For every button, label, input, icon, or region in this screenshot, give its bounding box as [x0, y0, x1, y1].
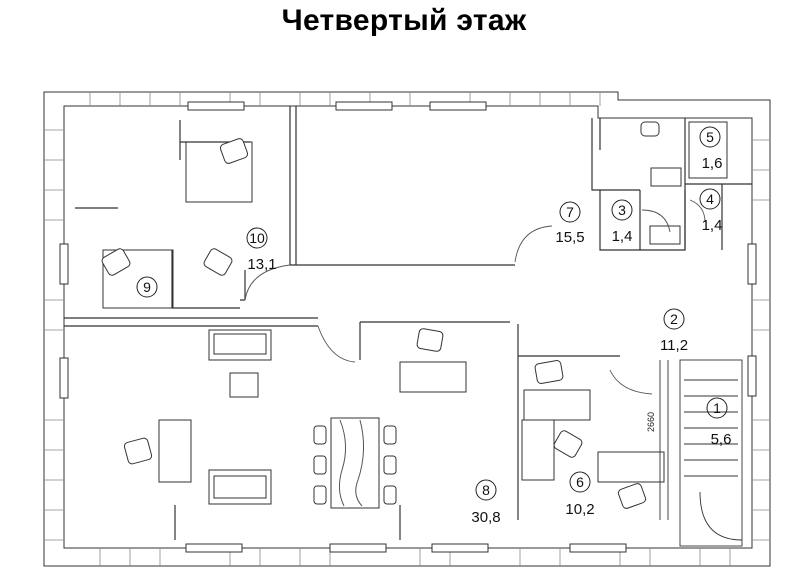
sink: [649, 225, 681, 245]
window: [187, 101, 245, 111]
room-area: 15,5: [555, 229, 584, 246]
room-area: 1,6: [702, 155, 723, 172]
room-marker: [706, 397, 728, 419]
sink: [650, 167, 682, 187]
window: [335, 101, 393, 111]
room-number: 5: [706, 129, 714, 145]
shower: [688, 121, 728, 179]
room-marker: [136, 276, 158, 298]
sofa: [208, 469, 272, 505]
room-number: 10: [249, 230, 265, 246]
sofa: [208, 329, 272, 361]
desk: [523, 389, 591, 421]
outer-wall-inner: [63, 105, 753, 549]
chair: [383, 455, 397, 475]
chair: [313, 455, 327, 475]
room-number: 7: [566, 204, 574, 220]
interior-wall: [684, 118, 752, 250]
desk: [399, 361, 467, 393]
window: [329, 543, 387, 553]
room-marker: [559, 201, 581, 223]
door-swing: [609, 369, 653, 395]
window: [429, 101, 487, 111]
dimension-label: 2660: [646, 412, 656, 432]
chair: [219, 138, 249, 164]
room-number: 6: [576, 474, 584, 490]
room-marker: [569, 471, 591, 493]
room-number: 9: [143, 279, 151, 295]
interior-wall: [171, 250, 240, 309]
window: [59, 357, 69, 399]
door-swing: [689, 199, 706, 223]
coffee-table: [229, 372, 259, 398]
interior-wall: [64, 317, 318, 327]
outer-wall: [43, 91, 771, 567]
door-swing: [317, 325, 356, 363]
door-swing: [514, 225, 553, 263]
room-marker: [699, 126, 721, 148]
chair: [383, 485, 397, 505]
room-marker: [699, 188, 721, 210]
interior-wall: [240, 270, 246, 301]
room-marker: [475, 479, 497, 501]
door-swing: [244, 264, 291, 301]
interior-wall: [174, 505, 401, 540]
chair: [383, 425, 397, 445]
chair: [534, 360, 564, 384]
room-number: 3: [618, 202, 626, 218]
room-number: 1: [713, 400, 721, 416]
chair: [203, 248, 233, 276]
chair: [123, 437, 153, 465]
chair: [416, 328, 444, 352]
window: [59, 243, 69, 285]
desk: [102, 249, 174, 309]
chair: [617, 483, 647, 509]
desk: [597, 451, 665, 483]
chair: [553, 430, 583, 458]
room-number: 8: [482, 482, 490, 498]
window: [569, 543, 627, 553]
room-marker: [246, 227, 268, 249]
room-number: 4: [706, 191, 714, 207]
window: [747, 243, 757, 285]
window: [185, 543, 243, 553]
interior-wall: [517, 324, 620, 520]
room-area: 13,1: [247, 256, 276, 273]
room-area: 1,4: [702, 217, 723, 234]
room-number: 2: [670, 311, 678, 327]
chair: [313, 485, 327, 505]
room-area: 11,2: [660, 337, 688, 354]
desk: [185, 141, 253, 203]
room-marker: [611, 199, 633, 221]
stairwell: [679, 359, 743, 547]
window: [431, 543, 489, 553]
interior-wall: [591, 118, 640, 191]
door-swing: [641, 209, 671, 233]
chair: [313, 425, 327, 445]
interior-wall: [289, 106, 515, 266]
room-area: 30,8: [471, 509, 500, 526]
toilet: [640, 121, 660, 137]
room-area: 1,4: [612, 228, 633, 245]
room-marker: [663, 308, 685, 330]
interior-wall: [359, 321, 510, 360]
desk: [158, 419, 192, 483]
room-area: 5,6: [711, 431, 732, 448]
conference-table: [330, 417, 380, 509]
room-area: 10,2: [565, 501, 594, 518]
chair: [101, 248, 131, 276]
desk: [521, 419, 555, 481]
floor-title: Четвертый этаж: [281, 4, 527, 37]
window: [747, 355, 757, 397]
